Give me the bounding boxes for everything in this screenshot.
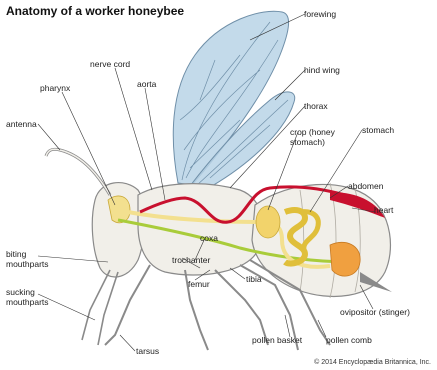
label-heart: heart — [374, 206, 393, 216]
label-stomach: stomach — [362, 126, 394, 136]
label-tarsus: tarsus — [136, 347, 159, 357]
label-sucking-mouthparts: sucking mouthparts — [6, 288, 49, 307]
label-hind-wing: hind wing — [304, 66, 340, 76]
diagram-title: Anatomy of a worker honeybee — [6, 4, 184, 18]
label-pollen-comb: pollen comb — [326, 336, 372, 346]
label-femur: femur — [188, 280, 210, 290]
label-ovipositor: ovipositor (stinger) — [340, 308, 410, 318]
label-thorax: thorax — [304, 102, 328, 112]
gland — [330, 242, 360, 276]
label-pharynx: pharynx — [40, 84, 70, 94]
antenna — [46, 149, 110, 195]
label-antenna: antenna — [6, 120, 37, 130]
label-crop: crop (honey stomach) — [290, 128, 335, 147]
label-abdomen: abdomen — [348, 182, 383, 192]
label-nerve-cord: nerve cord — [90, 60, 130, 70]
label-pollen-basket: pollen basket — [252, 336, 302, 346]
crop — [256, 206, 280, 238]
copyright-credit: © 2014 Encyclopædia Britannica, Inc. — [314, 359, 431, 366]
label-tibia: tibia — [246, 275, 262, 285]
label-coxa: coxa — [200, 234, 218, 244]
label-biting-mouthparts: biting mouthparts — [6, 250, 49, 269]
label-trochanter: trochanter — [172, 256, 210, 266]
mouthparts — [82, 270, 118, 345]
label-forewing: forewing — [304, 10, 336, 20]
label-aorta: aorta — [137, 80, 156, 90]
